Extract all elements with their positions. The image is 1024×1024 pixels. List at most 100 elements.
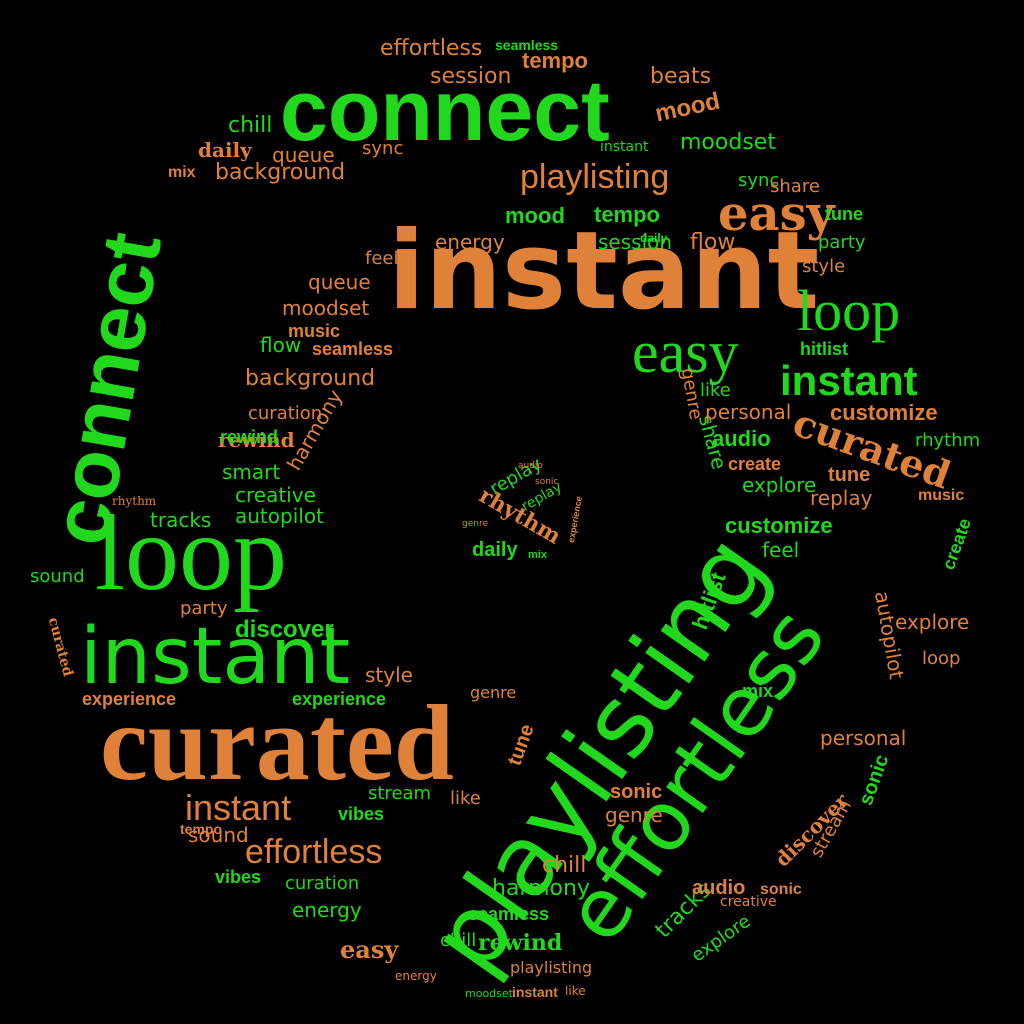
word: session <box>430 64 512 89</box>
word: experience <box>566 495 585 544</box>
word: share <box>770 176 820 197</box>
word: background <box>215 160 346 185</box>
word: autopilot <box>235 504 324 528</box>
word: energy <box>292 898 362 922</box>
word: seamless <box>468 904 550 924</box>
word: rewind <box>220 427 279 447</box>
word: tune <box>825 204 863 224</box>
word: music <box>918 487 965 504</box>
word: chill <box>542 853 587 878</box>
word: moodset <box>680 130 776 155</box>
word: like <box>450 788 481 809</box>
word: seamless <box>312 339 394 359</box>
word: mood <box>652 87 723 128</box>
word: creative <box>235 483 316 507</box>
word: instant <box>780 357 918 404</box>
word: queue <box>272 143 335 167</box>
word: music <box>288 321 341 341</box>
word: seamless <box>495 37 559 53</box>
word: vibes <box>215 867 262 887</box>
word: party <box>180 598 228 619</box>
word: rhythm <box>915 430 981 451</box>
word: mix <box>528 549 547 561</box>
word: tracks <box>150 508 212 532</box>
word: sonic <box>854 751 894 809</box>
word: chill <box>440 930 477 951</box>
word: autopilot <box>869 589 909 681</box>
word: curation <box>285 873 360 894</box>
word: instant <box>185 787 292 828</box>
word: replay <box>810 486 873 510</box>
word: explore <box>895 610 970 634</box>
word: effortless <box>380 36 483 61</box>
word: like <box>565 984 586 998</box>
word: audio <box>692 877 746 899</box>
word: daily <box>640 231 668 245</box>
word: party <box>818 232 866 253</box>
word: energy <box>435 230 505 254</box>
word: hitlist <box>800 339 848 359</box>
word: experience <box>82 689 177 709</box>
word: curated <box>44 615 76 679</box>
word: vibes <box>338 804 385 824</box>
word: genre <box>470 683 517 702</box>
word: feel <box>762 538 800 562</box>
word: feel <box>365 248 399 269</box>
word: flow <box>260 333 302 357</box>
word: moodset <box>282 296 370 320</box>
word: sonic <box>760 881 802 898</box>
word: session <box>598 230 673 254</box>
word: instant <box>512 984 558 1000</box>
word: like <box>700 380 731 401</box>
word: sync <box>362 138 404 159</box>
word: rewind <box>218 428 295 452</box>
word: playlisting <box>520 158 670 196</box>
word: explore <box>742 473 817 497</box>
word: daily <box>198 138 252 162</box>
word: easy <box>340 935 399 964</box>
word: customize <box>725 513 833 538</box>
word: discover <box>235 616 334 643</box>
word: easy <box>718 186 835 242</box>
word: playlisting <box>510 958 593 977</box>
word: personal <box>820 726 907 750</box>
word: genre <box>605 803 663 827</box>
word: experience <box>292 689 387 709</box>
word: create <box>938 515 975 573</box>
word: mix <box>742 681 774 701</box>
word: loop <box>797 278 901 343</box>
word: rhythm <box>112 494 157 508</box>
word: tempo <box>180 821 222 837</box>
word: sonic <box>535 477 559 487</box>
word: moodset <box>465 987 513 1000</box>
word: connect <box>280 63 610 159</box>
word: instant <box>600 139 649 155</box>
word: sonic <box>610 781 663 803</box>
word: genre <box>462 519 488 529</box>
word: curated <box>100 684 454 803</box>
word: tempo <box>522 48 588 73</box>
word: easy <box>632 319 739 385</box>
word: audio <box>518 461 543 471</box>
word: instant <box>80 612 351 702</box>
word: effortless <box>245 833 383 871</box>
word: stream <box>368 783 432 804</box>
word: queue <box>308 270 371 294</box>
word: sync <box>738 170 780 191</box>
word: style <box>802 256 846 277</box>
word: sound <box>30 566 85 587</box>
word: flow <box>690 230 736 255</box>
word: daily <box>472 539 518 561</box>
word: create <box>728 454 782 474</box>
word: mix <box>168 164 196 181</box>
word: style <box>365 663 413 687</box>
word: energy <box>395 969 437 983</box>
word: creative <box>720 894 777 910</box>
word: explore <box>687 910 755 967</box>
word: sound <box>188 823 249 847</box>
word: rewind <box>478 930 563 956</box>
word: loop <box>922 648 961 669</box>
word: loop <box>95 494 288 613</box>
word: curation <box>248 403 323 424</box>
